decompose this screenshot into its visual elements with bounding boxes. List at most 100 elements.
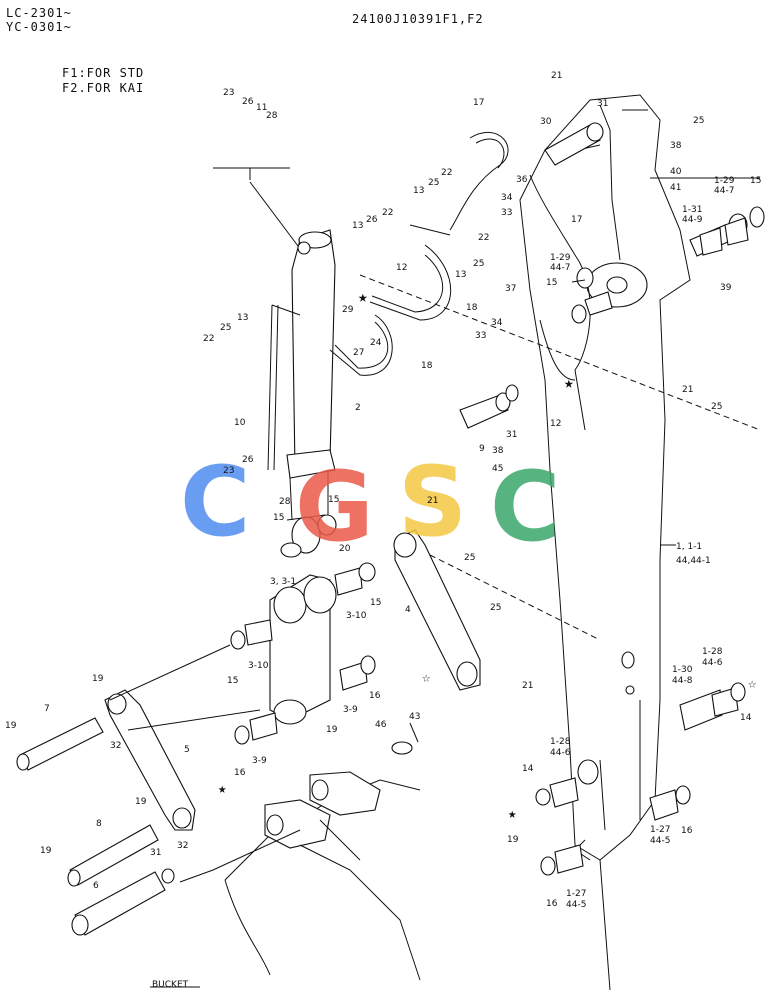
svg-text:☆: ☆ xyxy=(748,676,757,692)
callout-label: 26 xyxy=(366,215,378,225)
callout-label: 22 xyxy=(203,334,214,344)
callout-label: 19 xyxy=(92,674,104,684)
callout-label: 44-6 xyxy=(702,658,723,668)
callout-label: 3-10 xyxy=(346,611,367,621)
model-line-1: LC-2301~ xyxy=(6,6,72,20)
note-f2: F2.FOR KAI xyxy=(62,81,145,95)
callout-label: 28 xyxy=(279,497,291,507)
callout-label: 44-5 xyxy=(650,836,670,846)
callout-label: 27 xyxy=(353,348,364,358)
callout-label: 3-10 xyxy=(248,661,269,671)
callout-label: 23 xyxy=(223,88,234,98)
lower-pins xyxy=(16,717,175,936)
callout-label: 1-30 xyxy=(672,665,693,675)
callout-label: 44-9 xyxy=(682,215,703,225)
callout-label: 41 xyxy=(670,183,681,193)
bushings xyxy=(230,206,765,876)
callout-label: 30 xyxy=(540,117,552,127)
callout-label: 31 xyxy=(597,99,608,109)
callout-label: 20 xyxy=(339,544,351,554)
callout-label: 25 xyxy=(473,259,484,269)
callout-label: 31 xyxy=(150,848,161,858)
callout-label: 16 xyxy=(369,691,381,701)
callout-label: 19 xyxy=(326,725,338,735)
callout-label: 26 xyxy=(242,455,254,465)
callout-label: 38 xyxy=(492,446,504,456)
callout-label: 12 xyxy=(396,263,407,273)
leader-lines xyxy=(109,167,676,883)
callout-label: 44-5 xyxy=(566,900,586,910)
callout-label: 19 xyxy=(5,721,17,731)
callout-label: 38 xyxy=(670,141,682,151)
callout-label: 1, 1-1 xyxy=(676,542,702,552)
callout-label: 1-27 xyxy=(566,889,586,899)
svg-text:★: ★ xyxy=(564,373,574,392)
callout-labels: 21 25 31 30 38 40 41 36 34 33 17 17 1-29… xyxy=(5,71,761,990)
callout-label: 22 xyxy=(441,168,452,178)
callout-label: 24 xyxy=(370,338,382,348)
watermark-letter: S xyxy=(398,446,467,558)
callout-label: 33 xyxy=(501,208,512,218)
callout-label: 17 xyxy=(571,215,582,225)
callout-label: 8 xyxy=(96,819,102,829)
callout-label: 1-29 xyxy=(714,176,735,186)
callout-label: 14 xyxy=(740,713,752,723)
part-code: 24100J10391F1,F2 xyxy=(352,12,484,26)
callout-label: 18 xyxy=(466,303,478,313)
callout-label: 1-31 xyxy=(682,205,702,215)
callout-label: 15 xyxy=(546,278,557,288)
callout-label: 44-8 xyxy=(672,676,693,686)
callout-label: 28 xyxy=(266,111,278,121)
callout-label: 21 xyxy=(682,385,693,395)
callout-label: 3-9 xyxy=(252,756,267,766)
callout-label: 29 xyxy=(342,305,354,315)
svg-text:★: ★ xyxy=(218,781,227,797)
callout-label: 16 xyxy=(681,826,693,836)
callout-label: 43 xyxy=(409,712,420,722)
watermark-letter: C xyxy=(180,446,250,558)
callout-label: 18 xyxy=(421,361,433,371)
callout-label: 33 xyxy=(475,331,486,341)
callout-label: 16 xyxy=(234,768,246,778)
svg-text:★: ★ xyxy=(358,287,368,306)
callout-label: 2 xyxy=(355,403,361,413)
callout-label: 21 xyxy=(522,681,533,691)
model-line-2: YC-0301~ xyxy=(6,20,72,34)
callout-label: 1-27 xyxy=(650,825,670,835)
callout-label: 23 xyxy=(223,466,234,476)
callout-label: 4 xyxy=(405,605,411,615)
callout-label: 12 xyxy=(550,419,561,429)
callout-label: 44-7 xyxy=(714,186,734,196)
callout-label: 10 xyxy=(234,418,246,428)
callout-label: 19 xyxy=(135,797,147,807)
callout-label: 1-28 xyxy=(550,737,571,747)
callout-label: 13 xyxy=(455,270,466,280)
callout-label: 37 xyxy=(505,284,516,294)
callout-label: 45 xyxy=(492,464,503,474)
callout-label: 32 xyxy=(177,841,188,851)
callout-label: 22 xyxy=(478,233,489,243)
callout-label: 39 xyxy=(720,283,732,293)
callout-label: 25 xyxy=(220,323,231,333)
watermark-letter: G xyxy=(295,451,374,563)
callout-label: 3-9 xyxy=(343,705,358,715)
callout-label: 44,44-1 xyxy=(676,556,711,566)
callout-label: 34 xyxy=(491,318,503,328)
callout-label: 34 xyxy=(501,193,513,203)
callout-label: 21 xyxy=(551,71,562,81)
callout-label: 1-28 xyxy=(702,647,723,657)
callout-label: 6 xyxy=(93,881,99,891)
callout-label: 25 xyxy=(693,116,704,126)
callout-label: 16 xyxy=(546,899,558,909)
svg-text:★: ★ xyxy=(508,806,517,822)
callout-label: 11 xyxy=(256,103,267,113)
callout-label: 36 xyxy=(516,175,528,185)
callout-label: 13 xyxy=(237,313,248,323)
callout-label: 25 xyxy=(428,178,439,188)
callout-label: 14 xyxy=(522,764,534,774)
bucket xyxy=(150,722,611,991)
callout-label: 3, 3-1 xyxy=(270,577,296,587)
callout-label: 22 xyxy=(382,208,393,218)
callout-label: 32 xyxy=(110,741,121,751)
